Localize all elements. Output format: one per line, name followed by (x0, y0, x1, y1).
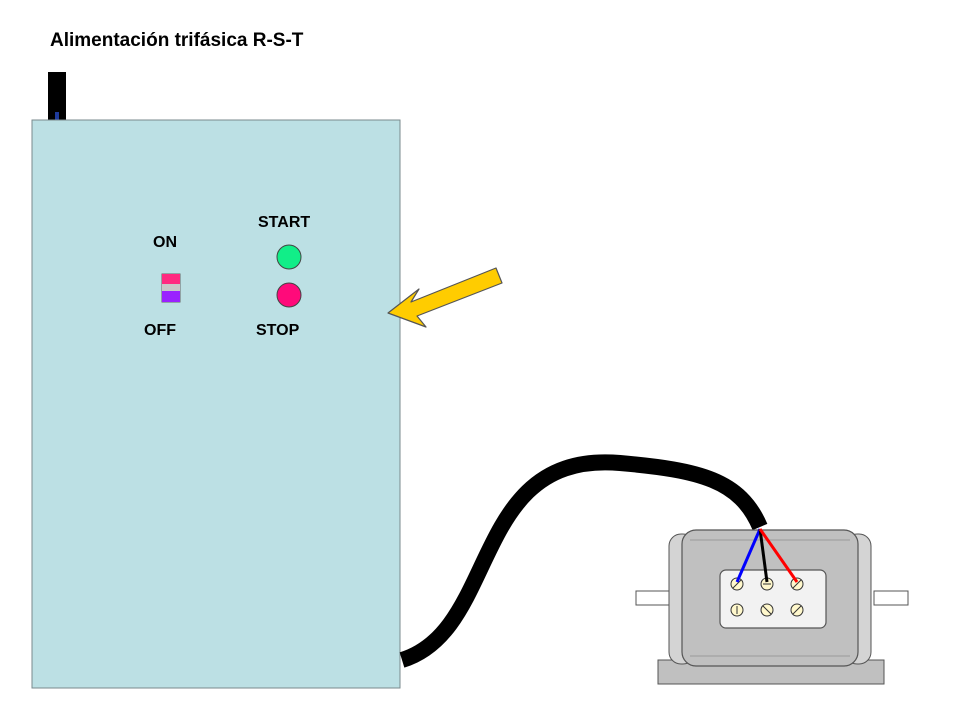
terminal-screw (790, 603, 804, 617)
wire-blue (735, 528, 762, 583)
switch-lever (162, 284, 180, 291)
pointer-arrow (387, 267, 503, 328)
terminal-screw (730, 577, 744, 591)
switch-off-segment (162, 291, 180, 302)
supply-cable (48, 72, 66, 124)
terminal-screw (730, 603, 744, 617)
stop-label: STOP (256, 322, 300, 339)
motor (635, 529, 909, 685)
motor-shaft-right (873, 590, 909, 606)
on-label: ON (153, 234, 177, 251)
stop-button[interactable] (276, 282, 302, 308)
on-off-switch[interactable] (161, 273, 181, 303)
switch-on-segment (162, 274, 180, 284)
diagram-title: Alimentación trifásica R-S-T (50, 30, 304, 51)
terminal-screw (760, 577, 774, 591)
terminal-screw (760, 603, 774, 617)
start-label: START (258, 214, 311, 231)
terminal-screw (790, 577, 804, 591)
motor-cable (399, 454, 768, 668)
wire-black (758, 528, 769, 583)
off-label: OFF (144, 322, 176, 339)
motor-shaft-left (635, 590, 671, 606)
control-box (31, 119, 401, 689)
supply-cable-core (55, 112, 59, 122)
start-button[interactable] (276, 244, 302, 270)
terminal-screws (730, 577, 804, 617)
wire-red (758, 528, 799, 583)
